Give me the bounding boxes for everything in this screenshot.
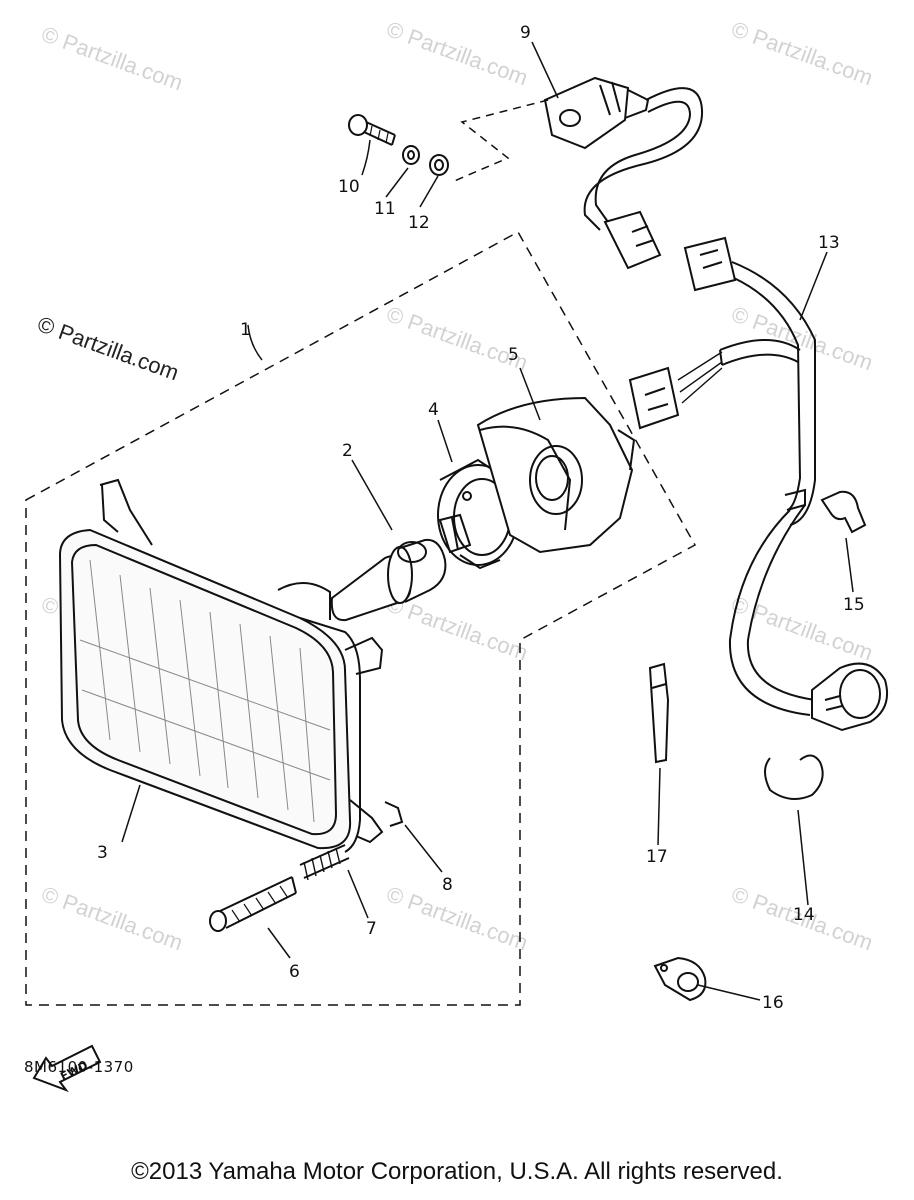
spring [299,844,350,881]
diagram-code: 8M6100-1370 [24,1058,134,1076]
watermark: © Partzilla.com [728,301,876,375]
callout-17: 17 [646,847,668,867]
callout-8: 8 [442,875,453,895]
adjusting-screw [209,876,297,932]
callouts: 1 2 3 4 5 6 7 8 9 10 11 12 13 14 15 16 1… [97,23,865,1013]
callout-6: 6 [289,962,300,982]
clip-8 [384,801,404,827]
washer-11 [402,145,420,165]
clip-15 [820,490,867,534]
install-bracket-dashes [451,99,549,183]
callout-15: 15 [843,595,865,615]
callout-10: 10 [338,177,360,197]
callout-5: 5 [508,345,519,365]
headlight-socket [543,76,704,270]
watermarks: © Partzilla.com © Partzilla.com © Partzi… [38,16,876,955]
callout-3: 3 [97,843,108,863]
watermark: © Partzilla.com [728,16,876,90]
callout-4: 4 [428,400,439,420]
clamp-14 [764,754,824,800]
cable-tie-17 [648,662,670,764]
headlight-unit [58,478,384,853]
callout-9: 9 [520,23,531,43]
headlight-cover [476,396,636,554]
watermark: © Partzilla.com [383,881,531,955]
callout-13: 13 [818,233,840,253]
screw-10 [348,114,396,146]
clamp-16 [653,956,707,1002]
assembly-boundary [25,230,697,1006]
washer-12 [429,154,449,176]
leader-lines [121,41,854,1001]
watermark: © Partzilla.com [383,16,531,90]
watermark: © Partzilla.com [38,21,186,95]
wire-harness [628,236,889,732]
callout-12: 12 [408,213,430,233]
callout-1: 1 [240,320,251,340]
copyright-text: ©2013 Yamaha Motor Corporation, U.S.A. A… [131,1158,783,1185]
callout-2: 2 [342,441,353,461]
watermark-dark: © Partzilla.com [34,311,182,385]
watermark: © Partzilla.com [38,881,186,955]
callout-16: 16 [762,993,784,1013]
callout-14: 14 [793,905,815,925]
callout-11: 11 [374,199,396,219]
callout-7: 7 [366,919,377,939]
